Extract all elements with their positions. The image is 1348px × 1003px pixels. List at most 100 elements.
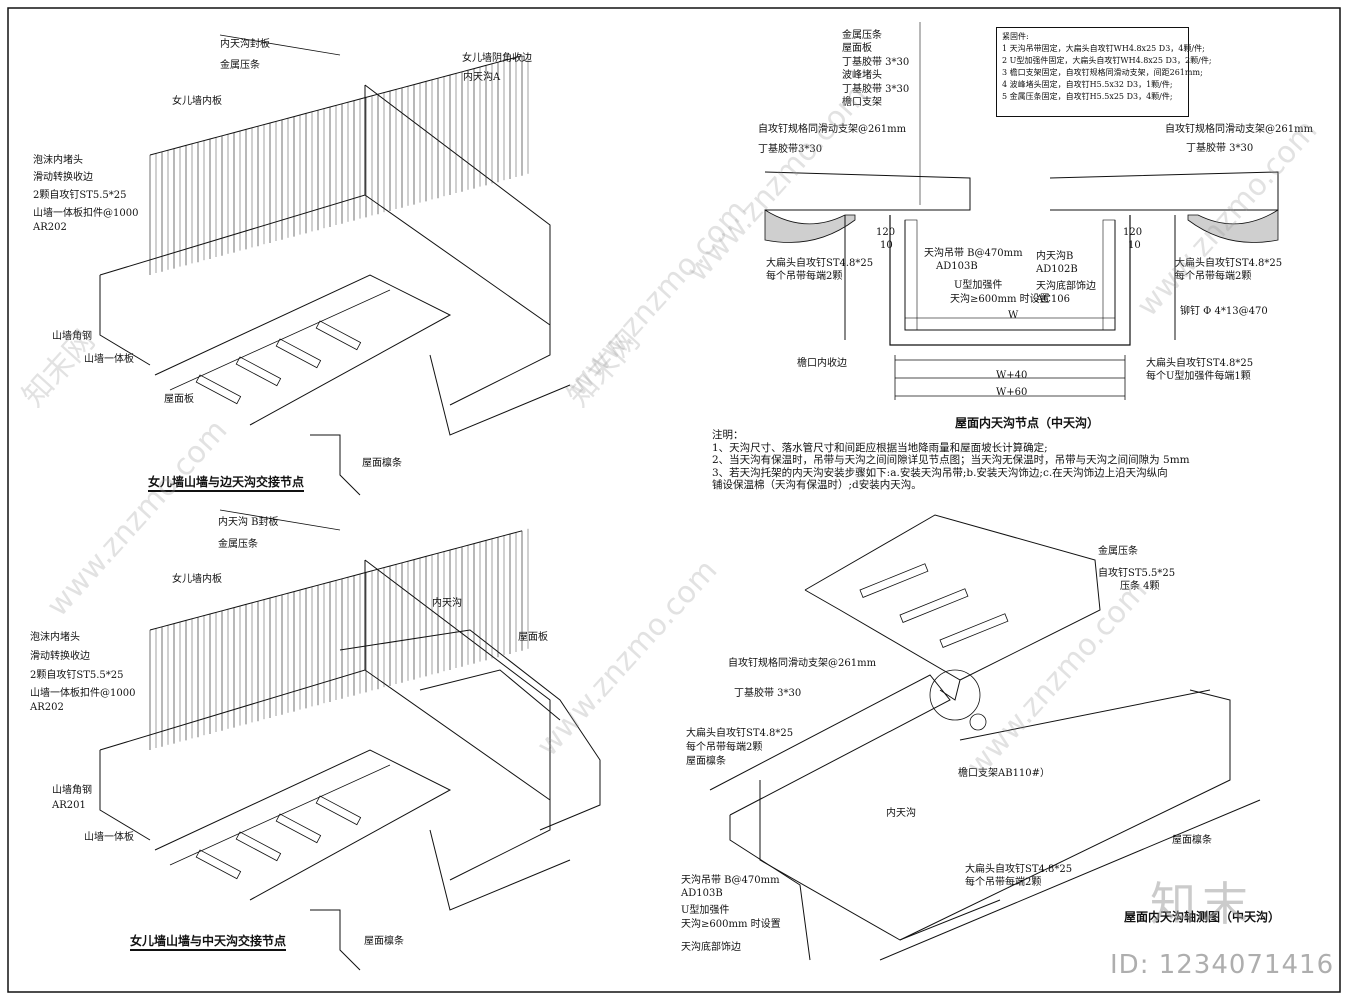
- top_left-labels-0: 内天沟封板: [220, 39, 270, 50]
- section-mid_labels-6: 天沟底部饰边: [1036, 281, 1096, 292]
- bl-slot: [315, 795, 362, 826]
- note-line: 铺设保温棉（天沟有保温时）;d安装内天沟。: [712, 479, 922, 491]
- section-top_labels-4: 丁基胶带 3*30: [842, 84, 910, 95]
- ir-gutter-top: [959, 689, 1211, 741]
- note-line: 2、当天沟有保温时，吊带与天沟之间间隙详见节点图；当天沟无保温时，吊带与天沟之间…: [712, 454, 1190, 466]
- top_left-labels-2: 女儿墙阴角收边: [462, 53, 532, 64]
- bl-leader: [219, 509, 341, 531]
- ir-purlin-l: [729, 815, 811, 961]
- bl-panel-rib: [169, 764, 391, 866]
- section-dims-4: W: [1008, 310, 1019, 321]
- iso_right-labels-2: 压条 4颗: [1120, 581, 1160, 592]
- iso_right-labels-6: 每个吊带每端2颗: [686, 742, 763, 753]
- bl-tray-l: [99, 750, 151, 841]
- section-mid_labels-1: AD103B: [936, 261, 978, 272]
- fastener-item: 5 金属压条固定，自攻钉H5.5x25 D3，4颗/件;: [1002, 92, 1173, 101]
- section-dims-6: W+60: [996, 387, 1028, 398]
- tl-wall-top: [149, 55, 523, 156]
- iso_right-labels-0: 金属压条: [1098, 546, 1138, 557]
- iso_right-labels-12: 屋面檩条: [1172, 835, 1212, 846]
- section-right_labels-6: 每个U型加强件每端1颗: [1146, 371, 1251, 382]
- ir-roof-edge: [804, 589, 961, 701]
- bottom_left-labels-2: 女儿墙内板: [172, 574, 222, 585]
- tl-slot: [275, 338, 322, 369]
- section-left_labels-2: 大扁头自攻钉ST4.8*25: [766, 258, 874, 269]
- tl-tray-l: [99, 275, 151, 366]
- section-mid_labels-7: AC106: [1036, 294, 1070, 305]
- section-left_labels-4: 檐口内收边: [797, 358, 847, 369]
- section-dims-5: W+40: [996, 370, 1028, 381]
- bottom_left-labels-7: 2颗自攻钉ST5.5*25: [30, 670, 124, 681]
- tl-leader: [219, 34, 341, 56]
- iso_right-labels-17: 天沟底部饰边: [681, 942, 741, 953]
- sec-gutter-outer: [889, 215, 1131, 346]
- top_left-labels-11: 山墙一体板: [84, 354, 134, 365]
- top_left-labels-7: 2颗自攻钉ST5.5*25: [33, 190, 127, 201]
- tl-purlin: [310, 434, 361, 496]
- tl-purlin2: [429, 354, 571, 436]
- iso_right-labels-5: 大扁头自攻钉ST4.8*25: [686, 728, 794, 739]
- sec-right-panel: [1049, 171, 1279, 211]
- bl-gutter: [339, 629, 601, 831]
- tl-panel-rib: [169, 289, 391, 391]
- section-top_labels-0: 金属压条: [842, 30, 882, 41]
- fastener-item: 1 天沟吊带固定，大扁头自攻钉WH4.8x25 D3，4颗/件;: [1002, 44, 1205, 53]
- note-line: 3、若天沟托架的内天沟安装步骤如下:a.安装天沟吊带;b.安装天沟饰边;c.在天…: [712, 466, 1168, 479]
- notes-block: 注明： 1、天沟尺寸、落水管尺寸和间距应根据当地降雨量和屋面坡长计算确定; 2、…: [712, 429, 1190, 492]
- iso_right-labels-7: 屋面檩条: [686, 756, 726, 767]
- bottom_left-labels-8: 山墙一体板扣件@1000: [30, 688, 136, 699]
- bl-panel: [154, 749, 452, 901]
- section-top_labels-5: 檐口支架: [842, 97, 882, 108]
- section-top_labels-3: 波峰堵头: [842, 70, 882, 81]
- section-top_labels-2: 丁基胶带 3*30: [842, 57, 910, 68]
- drawing-title: 屋面内天沟轴测图（中天沟）: [1124, 910, 1281, 924]
- section-right_labels-1: 丁基胶带 3*30: [1186, 143, 1254, 154]
- section-mid_labels-4: 内天沟B: [1036, 251, 1074, 262]
- section-dims-3: 10: [1128, 240, 1141, 251]
- section-right_labels-2: 大扁头自攻钉ST4.8*25: [1175, 258, 1283, 269]
- iso_right-labels-10: 大扁头自攻钉ST4.8*25: [965, 864, 1073, 875]
- drawing-title: 屋面内天沟节点（中天沟）: [955, 416, 1100, 430]
- iso_right-labels-1: 自攻钉ST5.5*25: [1098, 568, 1176, 579]
- note-line: 1、天沟尺寸、落水管尺寸和间距应根据当地降雨量和屋面坡长计算确定;: [712, 441, 1048, 454]
- ir-callout: [929, 669, 981, 721]
- section-dims-1: 120: [1123, 227, 1143, 238]
- ir-purlin-front: [879, 799, 1261, 961]
- bottom_left-labels-4: 屋面板: [518, 632, 548, 643]
- drawing-title: 女儿墙山墙与中天沟交接节点: [130, 932, 287, 951]
- section-right_labels-5: 大扁头自攻钉ST4.8*25: [1146, 358, 1254, 369]
- top_left-labels-9: AR202: [33, 222, 67, 233]
- sec-insulation-r: [1187, 209, 1279, 243]
- ir-slot: [899, 588, 969, 623]
- iso_right-labels-8: 檐口支架AB110#）: [958, 768, 1051, 779]
- iso_right-labels-4: 丁基胶带 3*30: [734, 688, 802, 699]
- bl-wall-right: [364, 559, 551, 881]
- tl-slot: [195, 374, 242, 405]
- bl-purlin: [310, 909, 361, 971]
- fastener-item: 2 U型加强件固定，大扁头自攻钉WH4.8x25 D3，2颗/件;: [1002, 56, 1212, 65]
- section-right_labels-4: 铆钉 Φ 4*13@470: [1180, 306, 1268, 317]
- top_left-labels-13: 屋面檩条: [362, 458, 402, 469]
- bottom_left-labels-5: 泡沫内堵头: [30, 632, 80, 643]
- iso_right-labels-11: 每个吊带每端2颗: [965, 877, 1042, 888]
- iso_right-labels-3: 自攻钉规格同滑动支架@261mm: [728, 658, 877, 669]
- sec-ins: [1102, 219, 1116, 331]
- top_left-labels-3: 内天沟A: [463, 72, 501, 83]
- fastener-item: 4 波峰堵头固定，自攻钉H5.5x32 D3，1颗/件;: [1002, 80, 1173, 89]
- bottom_left-labels-9: AR202: [30, 702, 64, 713]
- bottom_left-labels-3: 内天沟: [432, 598, 462, 609]
- bottom_left-labels-10: 山墙角钢: [52, 785, 92, 796]
- ir-gutter: [759, 780, 1001, 941]
- tl-panel: [154, 274, 452, 426]
- section-mid_labels-5: AD102B: [1036, 264, 1078, 275]
- section-mid_labels-3: 天沟≥600mm 时设置: [950, 294, 1050, 305]
- fastener-item: 3 檐口支架固定，自攻钉规格同滑动支架，间距261mm;: [1002, 68, 1203, 77]
- bl-slot: [195, 849, 242, 880]
- section-mid_labels-0: 天沟吊带 B@470mm: [924, 248, 1023, 259]
- bl-tray: [99, 669, 551, 801]
- top_left-labels-4: 女儿墙内板: [172, 96, 222, 107]
- top_left-labels-6: 滑动转换收边: [33, 172, 93, 183]
- tl-slot: [235, 356, 282, 387]
